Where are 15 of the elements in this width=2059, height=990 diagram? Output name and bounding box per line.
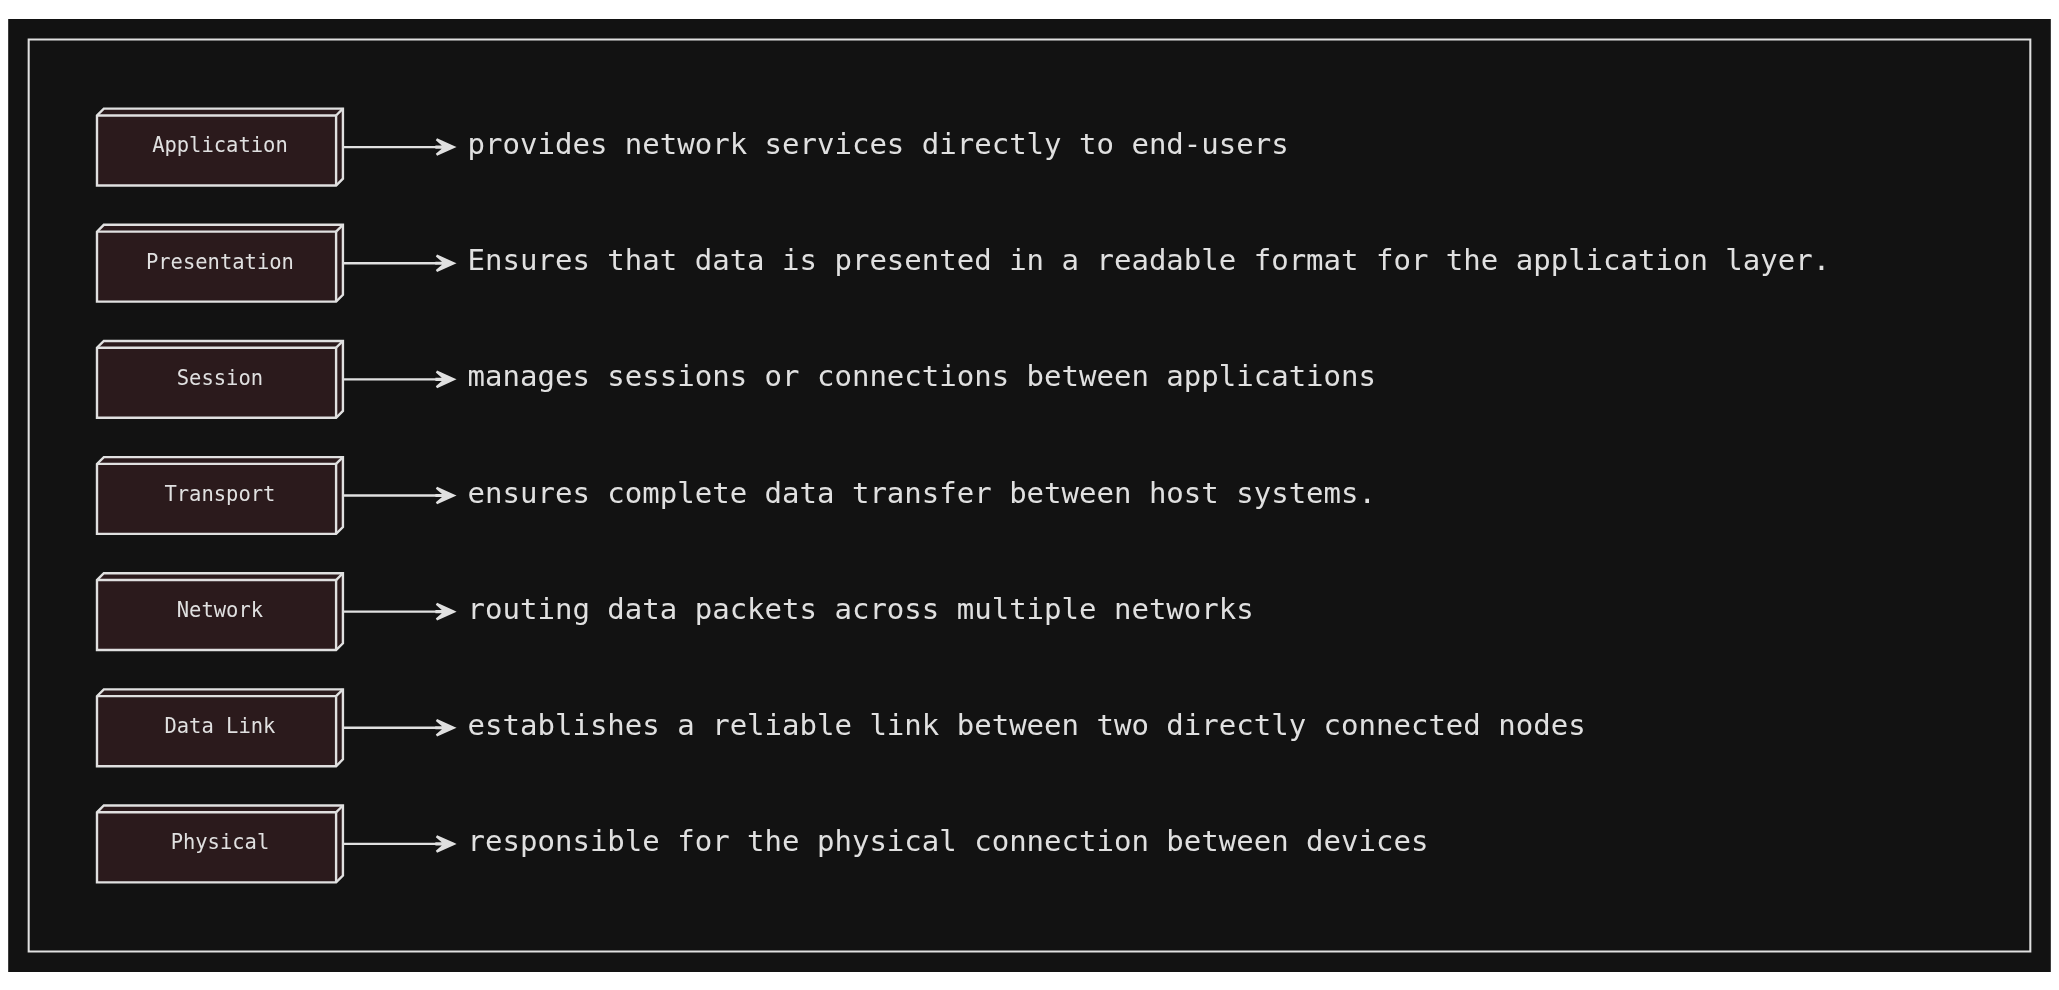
node-text: Ensures that data is presented in a readable format for the application layer. (467, 242, 1831, 277)
node-text: manages sessions or connections between applications (467, 358, 1376, 393)
arrow (343, 370, 455, 388)
arrow (343, 834, 455, 853)
node-text: ensures complete data transfer between host systems. (467, 475, 1376, 509)
node-text: routing data packets across multiple networks (467, 591, 1254, 626)
arrow (343, 718, 455, 737)
arrow (343, 602, 455, 620)
node-text: responsible for the physical connection between devices (467, 823, 1429, 858)
arrow (343, 486, 455, 504)
arrow (343, 137, 455, 156)
node-text: provides network services directly to end-users (467, 126, 1289, 161)
node-text: establishes a reliable link between two directly connected nodes (467, 707, 1586, 742)
cluster (27, 37, 2032, 953)
arrow (343, 253, 455, 272)
